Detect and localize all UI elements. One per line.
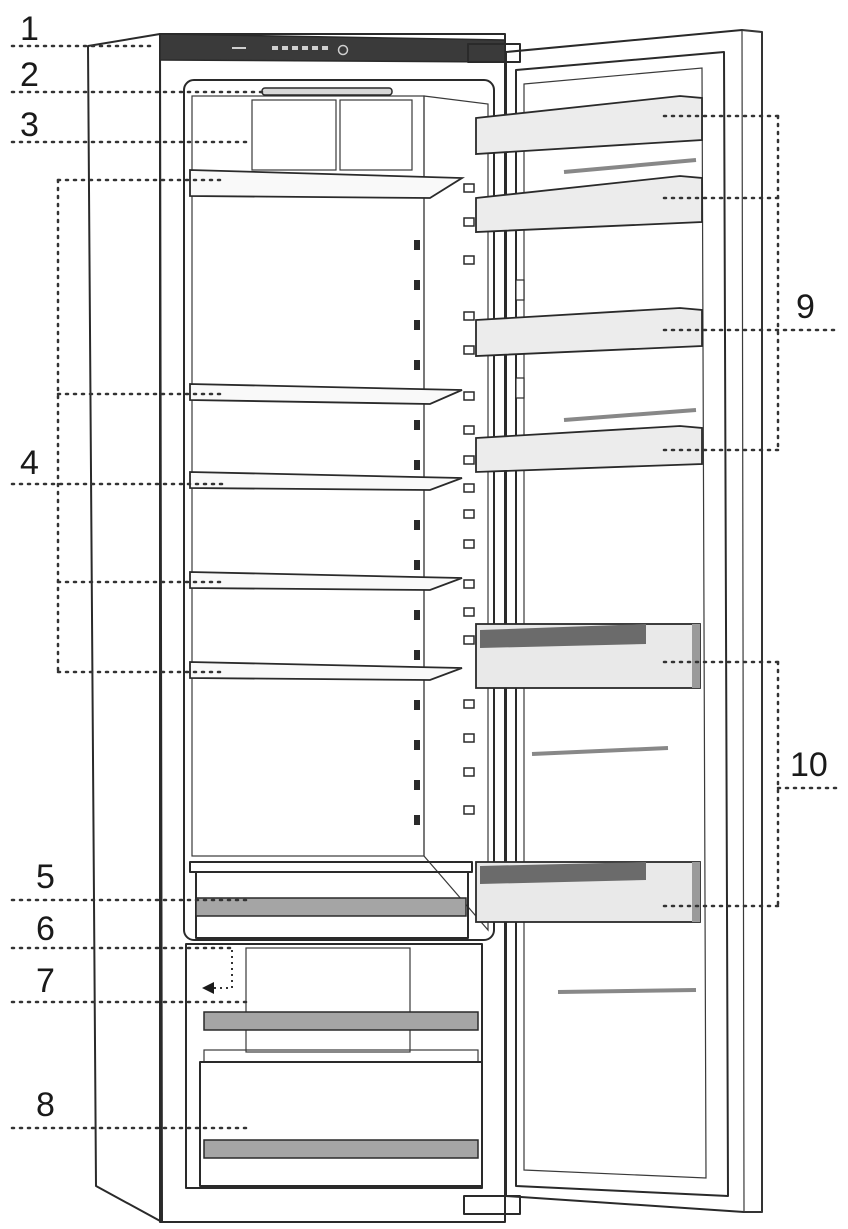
callout-2: 2 — [20, 56, 39, 94]
ventilation-panel — [251, 99, 337, 171]
shelf-rails — [414, 240, 420, 825]
glass-shelf — [189, 169, 465, 199]
power-button-icon — [337, 44, 349, 56]
control-panel-indicators — [232, 44, 349, 56]
callout-3: 3 — [20, 106, 39, 144]
bottom-hinge — [463, 1195, 521, 1215]
door-shelf — [475, 175, 703, 233]
callout-7: 7 — [36, 962, 55, 1000]
drawer-handle — [203, 1011, 479, 1031]
glass-shelf — [189, 571, 463, 591]
glass-shelf — [189, 661, 463, 681]
cabinet-body — [87, 33, 521, 1223]
crisper-drawer-handle — [195, 897, 467, 917]
glass-shelf — [189, 383, 463, 405]
interior-compartment — [183, 79, 495, 941]
door-rack-clips — [463, 183, 475, 815]
glass-shelves — [189, 169, 465, 681]
door-balcony-shelves — [475, 95, 703, 473]
drawer-handle — [203, 1139, 479, 1159]
top-hinge — [467, 43, 521, 63]
cabinet-side-panel — [87, 33, 163, 1223]
callout-10: 10 — [790, 746, 828, 784]
cabinet-front-frame — [159, 33, 506, 1223]
refrigerator-door — [475, 29, 763, 1213]
crisper-drawer — [189, 861, 473, 939]
callout-4: 4 — [20, 444, 39, 482]
door-bottle-shelves — [475, 623, 701, 923]
callout-6: 6 — [36, 910, 55, 948]
interior-light — [261, 87, 393, 96]
callout-1: 1 — [20, 10, 39, 48]
callout-9: 9 — [796, 288, 815, 326]
door-shelf — [475, 95, 703, 155]
interior-liner — [183, 79, 495, 941]
airflow-arrow-icon — [202, 982, 214, 994]
callout-8: 8 — [36, 1086, 55, 1124]
callout-5: 5 — [36, 858, 55, 896]
lower-compartment — [185, 943, 483, 1189]
control-panel — [159, 33, 506, 63]
glass-shelf — [189, 471, 463, 491]
door-shelf — [475, 425, 703, 473]
leader-lines — [10, 44, 838, 1130]
door-shelf — [475, 307, 703, 357]
freshness-drawer — [199, 1061, 483, 1187]
